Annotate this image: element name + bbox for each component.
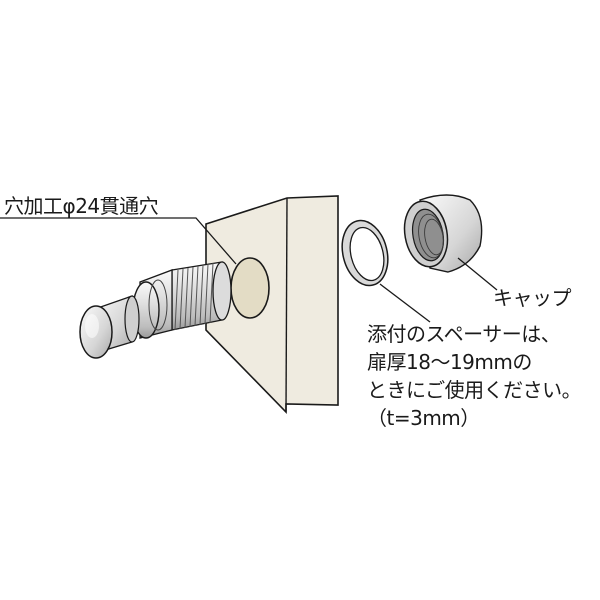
drilled-hole — [230, 257, 270, 319]
spacer-note: 添付のスペーサーは、 扉厚18～19mmの ときにご使用ください。 （t=3mm… — [367, 320, 582, 432]
spacer-note-line-1: 添付のスペーサーは、 — [367, 322, 561, 346]
hole-label: 穴加工φ24貫通穴 — [4, 194, 159, 218]
cap-label: キャップ — [493, 286, 572, 310]
latch-body — [79, 261, 232, 359]
spacer-note-line-2: 扉厚18～19mmの — [367, 350, 532, 374]
spacer-leader-line — [379, 283, 431, 323]
hole-leader-line — [0, 217, 237, 265]
spacer-ring — [341, 219, 389, 287]
spacer-note-line-3: ときにご使用ください。 — [367, 378, 582, 402]
spacer-note-line-4: （t=3mm） — [367, 406, 480, 430]
door-panel — [205, 195, 339, 414]
cap-leader-line — [457, 257, 498, 291]
cap-part — [403, 194, 483, 273]
